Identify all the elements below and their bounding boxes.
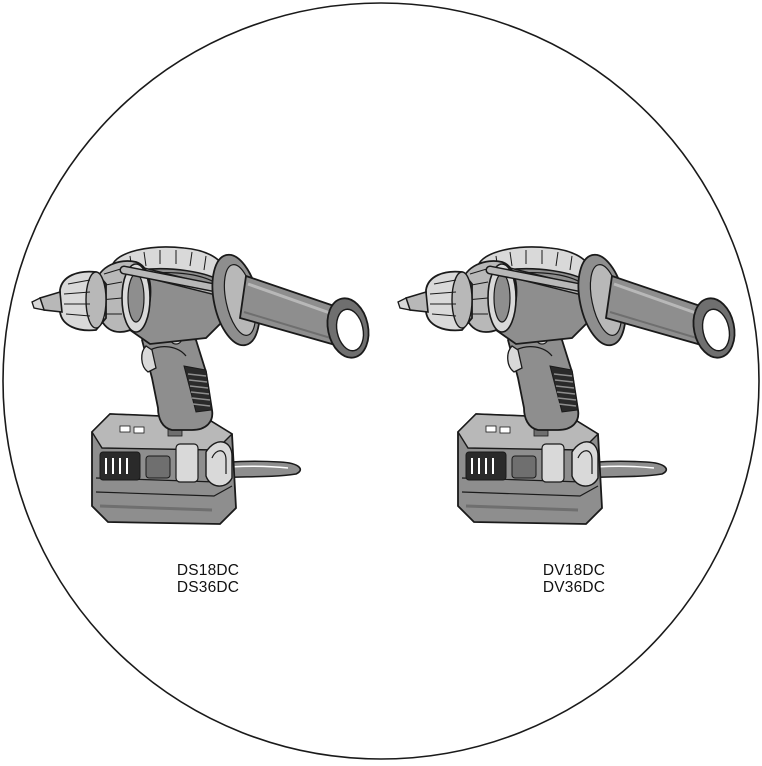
model-name: DS18DC bbox=[176, 562, 240, 579]
drill-left bbox=[32, 247, 374, 524]
model-name: DV18DC bbox=[542, 562, 606, 579]
model-label-left: DS18DC DS36DC bbox=[148, 562, 268, 596]
drill-right bbox=[398, 247, 740, 524]
model-label-right: DV18DC DV36DC bbox=[514, 562, 634, 596]
model-name: DS36DC bbox=[176, 579, 240, 596]
model-name: DV36DC bbox=[542, 579, 606, 596]
